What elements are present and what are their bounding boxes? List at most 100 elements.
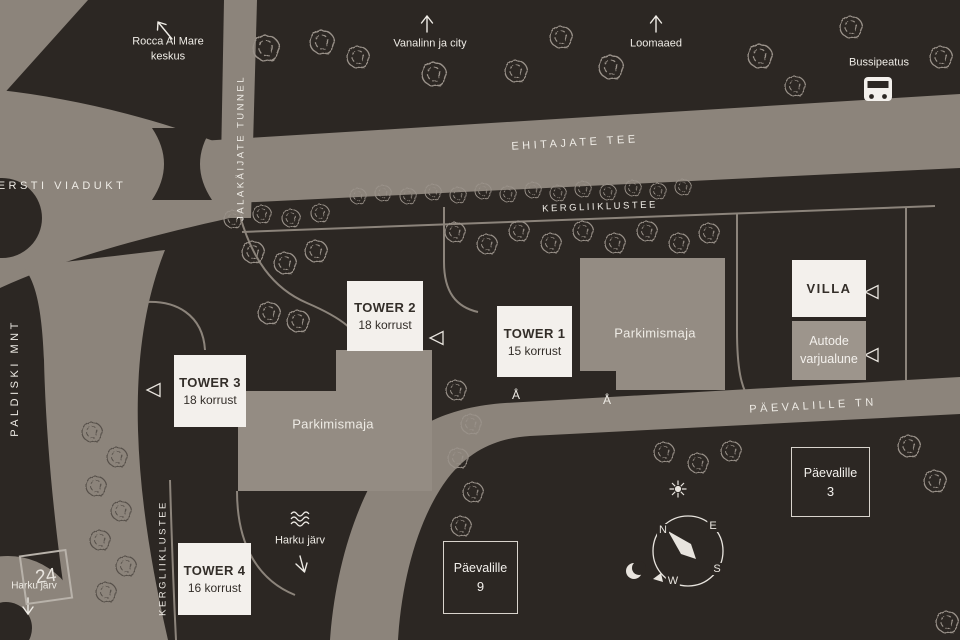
tower2-floors: 18 korrust	[358, 318, 412, 332]
building-parking-left	[238, 350, 432, 491]
arrow-harku-corner-icon	[22, 597, 34, 616]
label-harku-jarv-corner: Harku järv	[11, 580, 57, 592]
building-tower4: TOWER 4 16 korrust	[178, 543, 251, 615]
tree-icon	[505, 60, 527, 82]
path-harku-edge	[236, 490, 296, 596]
compass-ring-icon	[652, 515, 724, 587]
tower2-name: TOWER 2	[354, 300, 416, 315]
bus-icon	[864, 77, 892, 101]
tree-icon	[936, 611, 958, 633]
tree-icon	[550, 26, 572, 48]
tree-icon	[477, 234, 497, 254]
lot-paevalille3: Päevalille 3	[791, 447, 870, 517]
road-label-tunnel: JALAKÄIJATE TUNNEL	[235, 74, 247, 222]
tree-icon	[509, 221, 529, 241]
tree-icon	[541, 233, 561, 253]
compass-e: E	[707, 520, 719, 532]
tree-icon	[650, 183, 666, 199]
tree-icon	[253, 205, 271, 223]
entrance-arrow-icon	[428, 330, 444, 346]
building-autode-varjualune: Autode varjualune	[792, 321, 866, 380]
arrow-loomaaed-icon	[649, 14, 663, 33]
moon-icon	[626, 561, 646, 579]
building-parking-right	[580, 258, 725, 390]
tree-icon	[463, 482, 483, 502]
interchange-island	[0, 178, 42, 258]
destination-bussipeatus: Bussipeatus	[849, 56, 909, 69]
building-tower2: TOWER 2 18 korrust	[347, 281, 423, 351]
tower3-name: TOWER 3	[179, 375, 241, 390]
viaduct-trumpet	[152, 128, 212, 200]
destination-loomaaed: Loomaaed	[630, 37, 682, 50]
tree-icon	[840, 16, 862, 38]
destination-rocca-line1: Rocca Al Mare	[132, 35, 204, 48]
tower4-floors: 16 korrust	[187, 581, 242, 595]
paevalille3-number: 3	[826, 483, 835, 499]
tree-icon	[347, 46, 369, 68]
autode-line1: Autode	[809, 334, 849, 348]
paevalille3-name: Päevalille	[803, 465, 858, 480]
path-center-access	[443, 207, 479, 313]
tower4-name: TOWER 4	[183, 563, 246, 578]
destination-rocca: Rocca Al Mare keskus	[132, 35, 204, 66]
tree-icon	[924, 470, 946, 492]
road-ehitajate-band	[55, 94, 960, 212]
tree-icon	[311, 204, 329, 222]
entrance-arrow-icon	[863, 347, 879, 363]
path-tower3-access	[135, 300, 206, 351]
internal-paths	[135, 205, 936, 640]
arrow-rocca-icon	[156, 21, 173, 40]
tree-icon	[310, 30, 334, 54]
destination-vanalinn: Vanalinn ja city	[393, 37, 467, 50]
lot-paevalille9: Päevalille 9	[443, 541, 518, 614]
tree-icon	[785, 76, 805, 96]
path-kergliiklustee-top	[241, 205, 936, 233]
road-label-viadukt: ERSTI VIADUKT	[0, 180, 127, 192]
tree-icon	[422, 62, 446, 86]
compass-ring-arrowhead-icon	[653, 573, 663, 582]
building-villa: VILLA	[792, 260, 866, 317]
waves-icon	[290, 511, 310, 527]
compass-n: N	[657, 524, 669, 536]
tree-icon	[654, 442, 674, 462]
label-parking-right: Parkimismaja	[614, 325, 696, 341]
entrance-arrow-icon	[863, 284, 879, 300]
tree-icon	[699, 223, 719, 243]
tree-icon	[446, 380, 466, 400]
building-tower1: TOWER 1 15 korrust	[497, 306, 572, 377]
road-paldiski-band	[24, 250, 168, 640]
road-rocca-ramp	[0, 0, 88, 98]
path-tunnel-access	[239, 215, 363, 351]
compass	[626, 480, 724, 587]
road-paevalille-band	[330, 377, 960, 640]
tree-icon	[721, 441, 741, 461]
tree-icon	[898, 435, 920, 457]
destination-rocca-line2: keskus	[150, 51, 186, 63]
road-sign-24: 24	[18, 548, 74, 606]
arrow-harku-center-icon	[295, 555, 308, 573]
tree-icon	[287, 310, 309, 332]
compass-w: W	[665, 575, 681, 587]
villa-name: VILLA	[806, 281, 852, 296]
road-label-kergliiklustee-left: KERGLIIKLUSTEE	[157, 500, 169, 616]
tree-icon	[930, 46, 952, 68]
compass-needle-icon	[668, 531, 696, 559]
road-label-paldiski: PALDISKI MNT	[9, 319, 21, 437]
tree-icon	[599, 55, 623, 79]
tree-icon	[748, 44, 772, 68]
tower3-floors: 18 korrust	[183, 393, 237, 407]
tree-icon	[282, 209, 300, 227]
tree-icon	[688, 453, 708, 473]
tree-icon	[253, 35, 279, 61]
tower1-name: TOWER 1	[503, 325, 566, 341]
path-lot-west	[736, 214, 751, 401]
compass-s: S	[711, 563, 723, 575]
entrance-arrow-icon	[145, 382, 161, 398]
roundabout-sw-island	[0, 602, 32, 640]
paevalille9-name: Päevalille	[453, 561, 508, 575]
tree-icon	[675, 179, 691, 195]
tree-icon	[305, 240, 327, 262]
tree-icon	[258, 302, 280, 324]
